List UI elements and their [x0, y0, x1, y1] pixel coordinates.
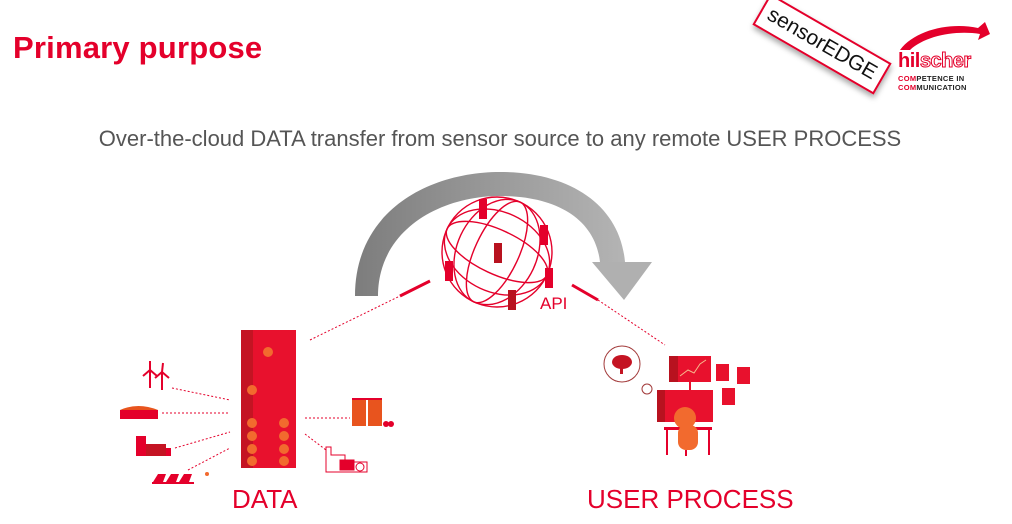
plant-icon — [325, 446, 368, 473]
tagline-1b: PETENCE IN — [916, 74, 965, 83]
tagline-2b: MUNICATION — [916, 83, 967, 92]
data-server-icon — [241, 330, 296, 468]
logo-word-hil: hil — [898, 50, 920, 72]
transfer-arc-arrow-icon — [355, 172, 652, 300]
source-links — [162, 387, 350, 471]
user-process-label: USER PROCESS — [587, 484, 794, 514]
workstation-icon — [657, 390, 713, 456]
solar-panels-icon — [152, 472, 209, 484]
file-icons — [716, 364, 750, 405]
wind-turbines-icon — [142, 361, 170, 390]
monitor-chart-icon — [669, 356, 711, 390]
logo-word-scher: scher — [919, 50, 971, 73]
hilscher-tagline: COMPETENCE IN COMMUNICATION — [898, 74, 967, 92]
globe-node-icons — [445, 199, 553, 310]
thought-bubble-icon — [603, 345, 653, 395]
slide-title: Primary purpose — [13, 30, 263, 65]
warehouse-icon — [120, 406, 158, 419]
factory-icon — [136, 436, 171, 456]
tagline-2a: COM — [898, 83, 917, 92]
hilscher-logo: hilscher — [898, 50, 972, 73]
tagline-1a: COM — [898, 74, 917, 83]
silos-icon — [352, 398, 394, 427]
slide-subtitle: Over-the-cloud DATA transfer from sensor… — [98, 126, 902, 151]
hilscher-swoosh-icon — [900, 22, 990, 50]
api-label: API — [540, 294, 568, 313]
data-label: DATA — [232, 484, 298, 514]
connector-lines — [309, 279, 666, 346]
